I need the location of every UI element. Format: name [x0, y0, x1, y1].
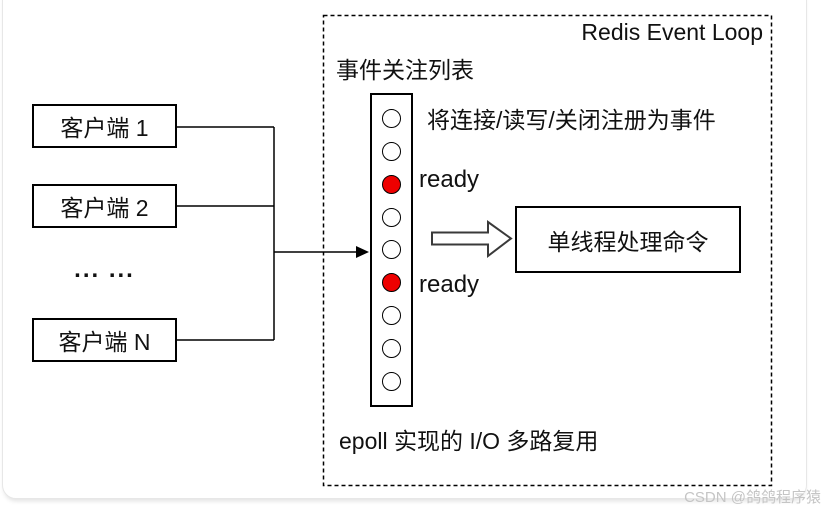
client-label: 客户端 N	[58, 329, 151, 355]
client-connectors	[177, 126, 364, 341]
event-slot	[382, 306, 401, 326]
client-box-1: 客户端 1	[32, 104, 177, 148]
event-watch-list	[370, 93, 413, 407]
client-box-n: 客户端 N	[32, 318, 177, 362]
ready-label: ready	[419, 166, 480, 193]
watch-list-label: 事件关注列表	[336, 57, 474, 83]
block-arrow	[431, 220, 513, 259]
ready-label: ready	[419, 271, 480, 298]
watermark: CSDN @鸽鸽程序猿	[684, 489, 821, 506]
client-label: 客户端 2	[60, 195, 149, 221]
event-slot	[382, 372, 401, 392]
event-slot	[382, 339, 401, 359]
arrowhead	[356, 246, 369, 258]
event-slot	[382, 108, 401, 128]
event-slot	[382, 207, 401, 227]
event-loop-title: Redis Event Loop	[581, 19, 763, 45]
event-slot	[382, 141, 401, 161]
processor-label: 单线程处理命令	[547, 228, 709, 255]
event-loop-dashed-border	[322, 14, 773, 487]
processor-box: 单线程处理命令	[515, 206, 741, 273]
event-slot-ready	[382, 174, 401, 194]
event-slot-ready	[382, 273, 401, 293]
client-box-2: 客户端 2	[32, 184, 177, 228]
clients-ellipsis: ... ...	[74, 256, 135, 283]
epoll-caption: epoll 实现的 I/O 多路复用	[339, 428, 599, 454]
client-label: 客户端 1	[60, 115, 149, 141]
register-note: 将连接/读写/关闭注册为事件	[427, 107, 716, 133]
event-slot	[382, 240, 401, 260]
